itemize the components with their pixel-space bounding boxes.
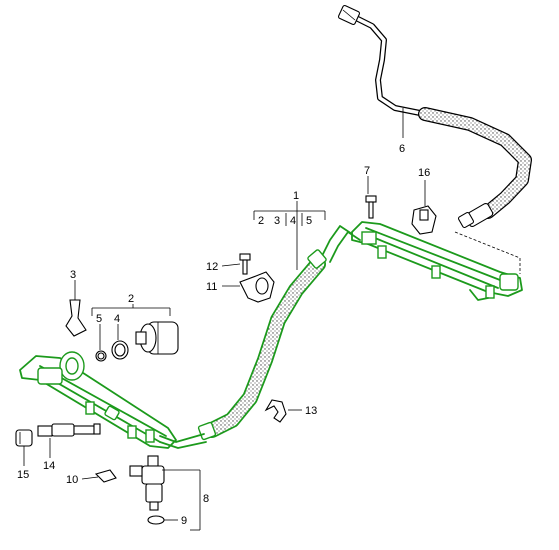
fuel-line-upper bbox=[337, 4, 532, 229]
callout-3: 3 bbox=[70, 269, 76, 281]
callout-16: 16 bbox=[418, 167, 430, 179]
leader-lines bbox=[23, 108, 521, 531]
callout-2: 2 bbox=[128, 293, 134, 305]
bracket-bolt bbox=[239, 253, 251, 275]
left-rail-regulator-mount bbox=[37, 351, 85, 385]
callout-1: 1 bbox=[293, 190, 299, 202]
sub-label-1-d: 5 bbox=[306, 215, 312, 227]
rail-bolt bbox=[365, 195, 377, 219]
test-valve bbox=[37, 423, 101, 437]
callout-labels: 1 2 3 4 5 6 7 8 9 10 11 12 13 14 15 16 2… bbox=[17, 143, 430, 527]
callout-13: 13 bbox=[305, 405, 317, 417]
callout-8: 8 bbox=[203, 493, 209, 505]
protective-cap bbox=[15, 429, 33, 447]
fuel-injector bbox=[129, 455, 165, 511]
upper-line-nut bbox=[337, 4, 361, 26]
sub-label-1-a: 2 bbox=[258, 215, 264, 227]
retaining-clip bbox=[65, 299, 87, 337]
fuel-hose-connecting bbox=[159, 225, 361, 449]
callout-7: 7 bbox=[364, 165, 370, 177]
callout-4: 4 bbox=[114, 313, 120, 325]
callout-5: 5 bbox=[96, 313, 102, 325]
sub-label-1-b: 3 bbox=[274, 215, 280, 227]
callout-9: 9 bbox=[181, 515, 187, 527]
callout-6: 6 bbox=[399, 143, 405, 155]
callout-12: 12 bbox=[206, 261, 218, 273]
callout-10: 10 bbox=[66, 474, 78, 486]
upper-line-end-fitting bbox=[457, 202, 494, 229]
fuel-rail-left bbox=[19, 351, 177, 449]
line-holder bbox=[411, 205, 437, 235]
callout-14: 14 bbox=[43, 460, 55, 472]
injector-clip bbox=[94, 469, 117, 483]
sub-label-1-c: 4 bbox=[290, 215, 296, 227]
hose-bracket bbox=[239, 271, 275, 303]
hose-clamp bbox=[264, 399, 287, 423]
callout-11: 11 bbox=[206, 281, 217, 293]
callout-15: 15 bbox=[17, 469, 29, 481]
injector-o-ring bbox=[147, 515, 165, 525]
fuel-rail-right bbox=[351, 221, 523, 301]
pressure-regulator bbox=[135, 321, 179, 355]
